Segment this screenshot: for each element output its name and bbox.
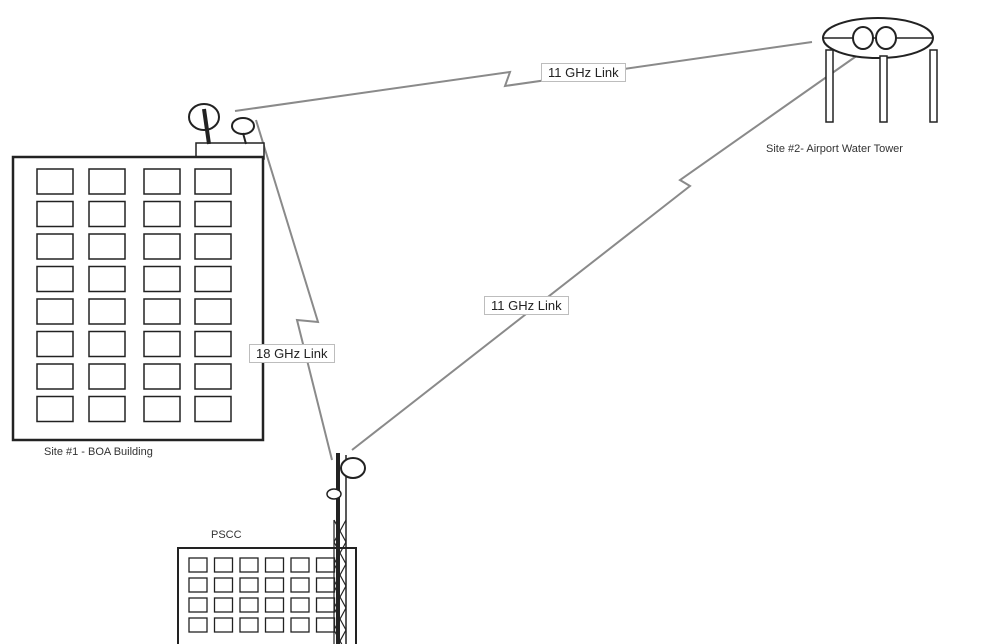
boa-window [195, 267, 231, 292]
boa-window [144, 299, 180, 324]
boa-window [195, 202, 231, 227]
site-label-airport-water-tower: Site #2- Airport Water Tower [766, 143, 903, 155]
pscc-window [215, 618, 233, 632]
pscc-window [317, 558, 335, 572]
boa-window [89, 169, 125, 194]
pscc-window [240, 598, 258, 612]
pscc-window [266, 618, 284, 632]
boa-window [144, 397, 180, 422]
pscc-window [291, 598, 309, 612]
pscc-window [291, 618, 309, 632]
pscc-window [189, 578, 207, 592]
link-lines [235, 42, 865, 460]
pscc-window [189, 618, 207, 632]
link-label-boa-to-pscc: 18 GHz Link [249, 344, 335, 363]
boa-window [37, 397, 73, 422]
water-tower-leg-1 [826, 50, 833, 122]
pscc-window [215, 598, 233, 612]
pscc-window [189, 558, 207, 572]
pscc-building [178, 548, 356, 644]
boa-window [89, 299, 125, 324]
boa-window [195, 234, 231, 259]
boa-building [13, 104, 264, 440]
boa-window [195, 364, 231, 389]
site-label-boa-building: Site #1 - BOA Building [44, 446, 153, 458]
water-tower-leg-2 [880, 56, 887, 122]
boa-window [195, 299, 231, 324]
water-tower [823, 18, 937, 122]
pscc-window [215, 558, 233, 572]
boa-window [89, 364, 125, 389]
pscc-window [317, 598, 335, 612]
boa-window [37, 299, 73, 324]
boa-dish-small-icon [232, 118, 254, 134]
boa-window [144, 169, 180, 194]
boa-window [89, 202, 125, 227]
boa-window [144, 202, 180, 227]
water-tower-antenna-right-icon [876, 27, 896, 49]
pscc-dish-upper-icon [341, 458, 365, 478]
pscc-window [240, 618, 258, 632]
pscc-window [215, 578, 233, 592]
link-line-boa-to-pscc [256, 120, 332, 460]
pscc-window [189, 598, 207, 612]
site-label-pscc: PSCC [211, 529, 242, 541]
boa-window [195, 397, 231, 422]
boa-window [37, 364, 73, 389]
boa-window [37, 332, 73, 357]
pscc-window [317, 578, 335, 592]
link-line-pscc-to-tower [352, 50, 865, 450]
pscc-window [317, 618, 335, 632]
boa-window [89, 234, 125, 259]
boa-window [37, 202, 73, 227]
link-label-boa-to-tower: 11 GHz Link [541, 63, 626, 82]
boa-window [37, 169, 73, 194]
boa-window [144, 332, 180, 357]
boa-window [37, 267, 73, 292]
pscc-window [266, 598, 284, 612]
water-tower-leg-3 [930, 50, 937, 122]
boa-window [144, 364, 180, 389]
link-label-pscc-to-tower: 11 GHz Link [484, 296, 569, 315]
boa-window [144, 267, 180, 292]
pscc-window [240, 578, 258, 592]
pscc-window [291, 578, 309, 592]
pscc-window [240, 558, 258, 572]
boa-window [89, 332, 125, 357]
pscc-dish-lower-icon [327, 489, 341, 499]
pscc-window [266, 558, 284, 572]
boa-window [89, 267, 125, 292]
boa-window [89, 397, 125, 422]
boa-window [195, 332, 231, 357]
boa-window [144, 234, 180, 259]
boa-window [195, 169, 231, 194]
link-line-boa-to-tower [235, 42, 812, 111]
water-tower-antenna-left-icon [853, 27, 873, 49]
pscc-window [266, 578, 284, 592]
boa-window [37, 234, 73, 259]
pscc-window [291, 558, 309, 572]
